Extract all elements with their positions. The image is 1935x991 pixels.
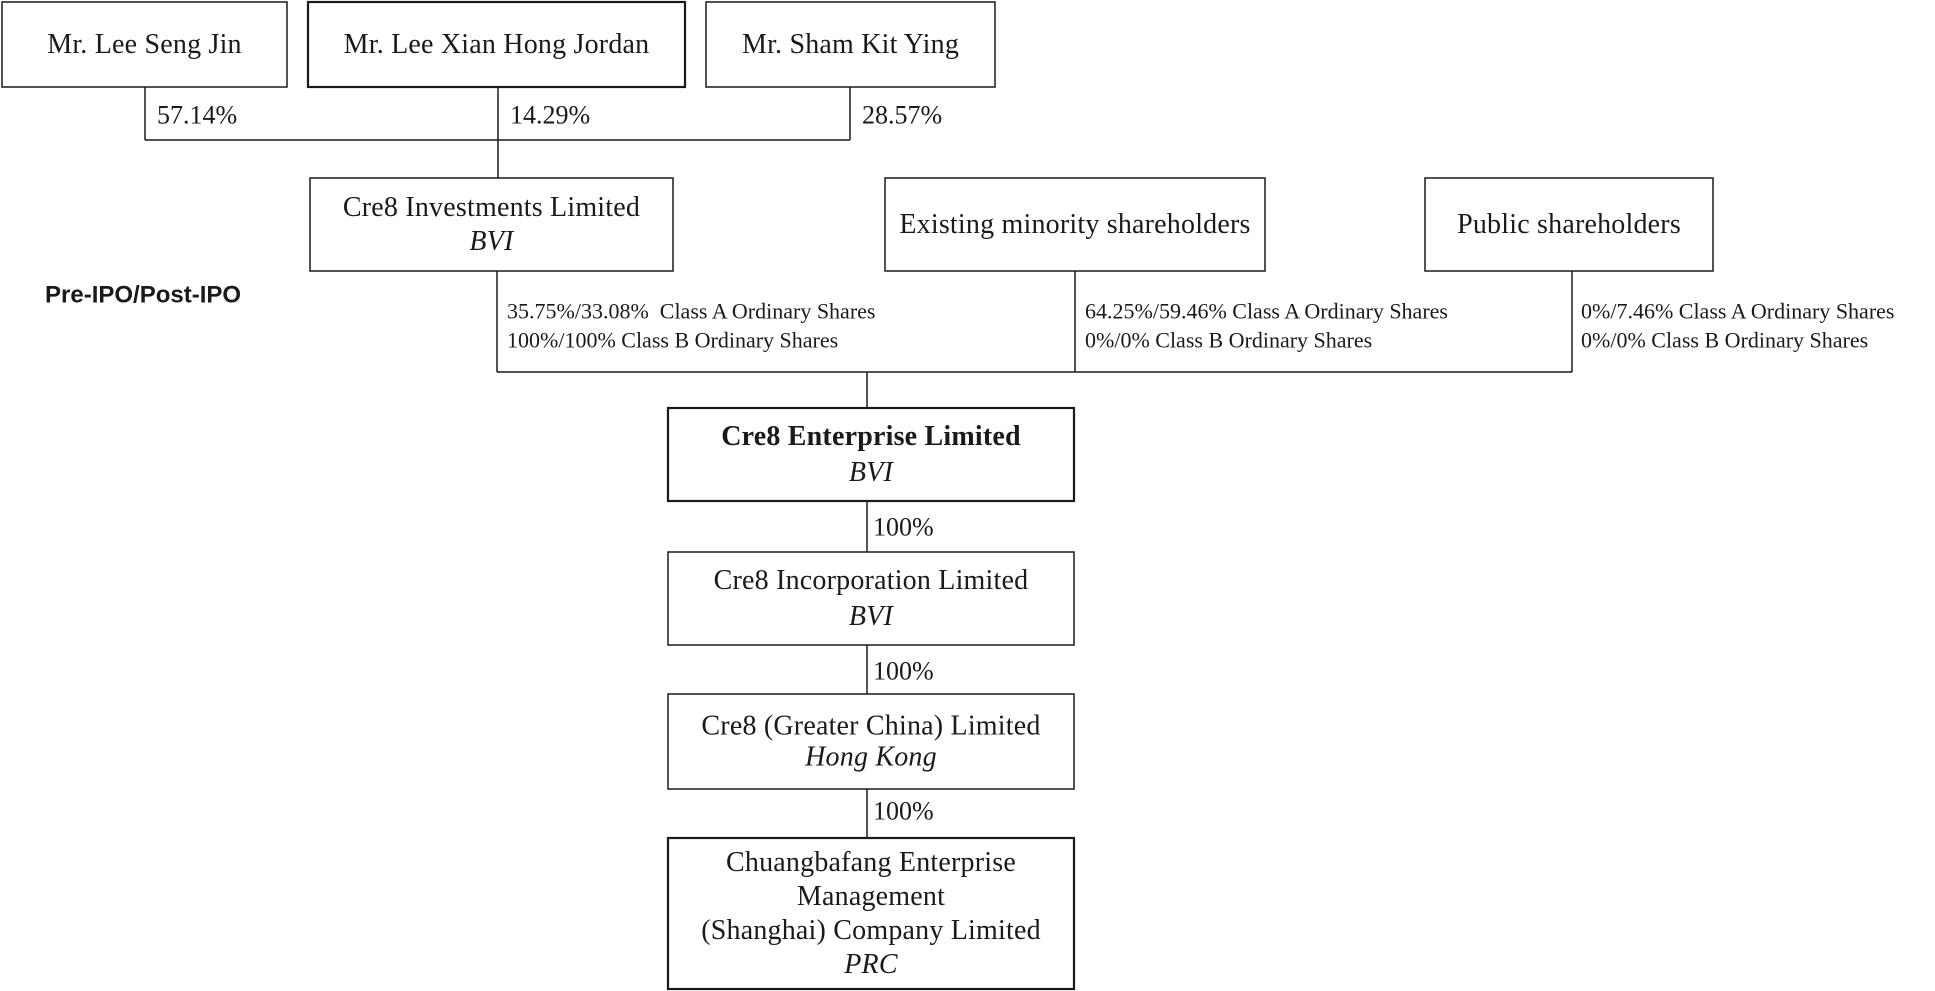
ownership-percentage-cre8-enterprise-to-incorporation: 100% [873, 513, 934, 542]
entity-box-border [667, 551, 1075, 646]
ownership-percentage-lee-xian-hong-jordan: 14.29% [510, 101, 590, 130]
connector-lines [144, 87, 1573, 838]
entity-box-border [309, 177, 674, 272]
entity-box-border [884, 177, 1266, 272]
entity-box-sham-kit-ying: Mr. Sham Kit Ying [705, 1, 996, 88]
entity-box-lee-xian-hong-jordan: Mr. Lee Xian Hong Jordan [306, 0, 687, 89]
entity-box-chuangbafang: Chuangbafang EnterpriseManagement(Shangh… [666, 836, 1076, 991]
entity-box-border [1, 1, 288, 88]
section-label: Pre-IPO/Post-IPO [45, 282, 241, 309]
entity-boxes: Mr. Lee Seng Jin Mr. Lee Xian Hong Jordan… [1, 0, 1714, 991]
entity-box-border [306, 0, 687, 89]
entity-name: Cre8 Investments Limited [343, 192, 640, 223]
entity-name: Mr. Sham Kit Ying [742, 29, 959, 60]
entity-jurisdiction: PRC [843, 949, 898, 980]
entity-name: Management [797, 881, 945, 912]
ownership-percentage-greater-china-to-chuangbafang: 100% [873, 797, 934, 826]
entity-name: (Shanghai) Company Limited [701, 915, 1041, 946]
entity-box-border [666, 836, 1076, 991]
entity-box-public-shareholders: Public shareholders [1424, 177, 1714, 272]
entity-name: Cre8 Incorporation Limited [714, 565, 1029, 596]
entity-box-border [1424, 177, 1714, 272]
entity-jurisdiction: BVI [469, 226, 515, 257]
ownership-percentage-sham-kit-ying: 28.57% [862, 101, 942, 130]
entity-jurisdiction: Hong Kong [804, 742, 937, 773]
entity-name: Mr. Lee Seng Jin [47, 29, 242, 60]
entity-jurisdiction: BVI [849, 457, 895, 488]
entity-name: Public shareholders [1457, 209, 1681, 240]
share-class-label-cre8-investments: 35.75%/33.08% Class A Ordinary Shares [507, 299, 875, 324]
entity-jurisdiction: BVI [849, 601, 895, 632]
entity-box-existing-minority: Existing minority shareholders [884, 177, 1266, 272]
share-class-label-public-shareholders: 0%/7.46% Class A Ordinary Shares [1581, 299, 1894, 324]
entity-name: Cre8 Enterprise Limited [721, 421, 1021, 452]
entity-box-lee-seng-jin: Mr. Lee Seng Jin [1, 1, 288, 88]
share-class-label-cre8-investments: 100%/100% Class B Ordinary Shares [507, 328, 838, 353]
entity-name: Chuangbafang Enterprise [726, 847, 1016, 878]
entity-box-border [667, 693, 1075, 790]
entity-name: Existing minority shareholders [899, 209, 1250, 240]
share-class-label-public-shareholders: 0%/0% Class B Ordinary Shares [1581, 328, 1868, 353]
ownership-percentage-lee-seng-jin: 57.14% [157, 101, 237, 130]
entity-name: Cre8 (Greater China) Limited [701, 711, 1040, 742]
ownership-percentage-incorporation-to-greater-china: 100% [873, 657, 934, 686]
entity-box-border [666, 406, 1076, 503]
entity-box-border [705, 1, 996, 88]
share-class-label-existing-minority: 64.25%/59.46% Class A Ordinary Shares [1085, 299, 1448, 324]
share-class-label-existing-minority: 0%/0% Class B Ordinary Shares [1085, 328, 1372, 353]
ownership-labels: 57.14% 14.29% 28.57% 100% 100% 100% 35.75%/33.… [45, 101, 1894, 826]
entity-name: Mr. Lee Xian Hong Jordan [344, 29, 650, 60]
